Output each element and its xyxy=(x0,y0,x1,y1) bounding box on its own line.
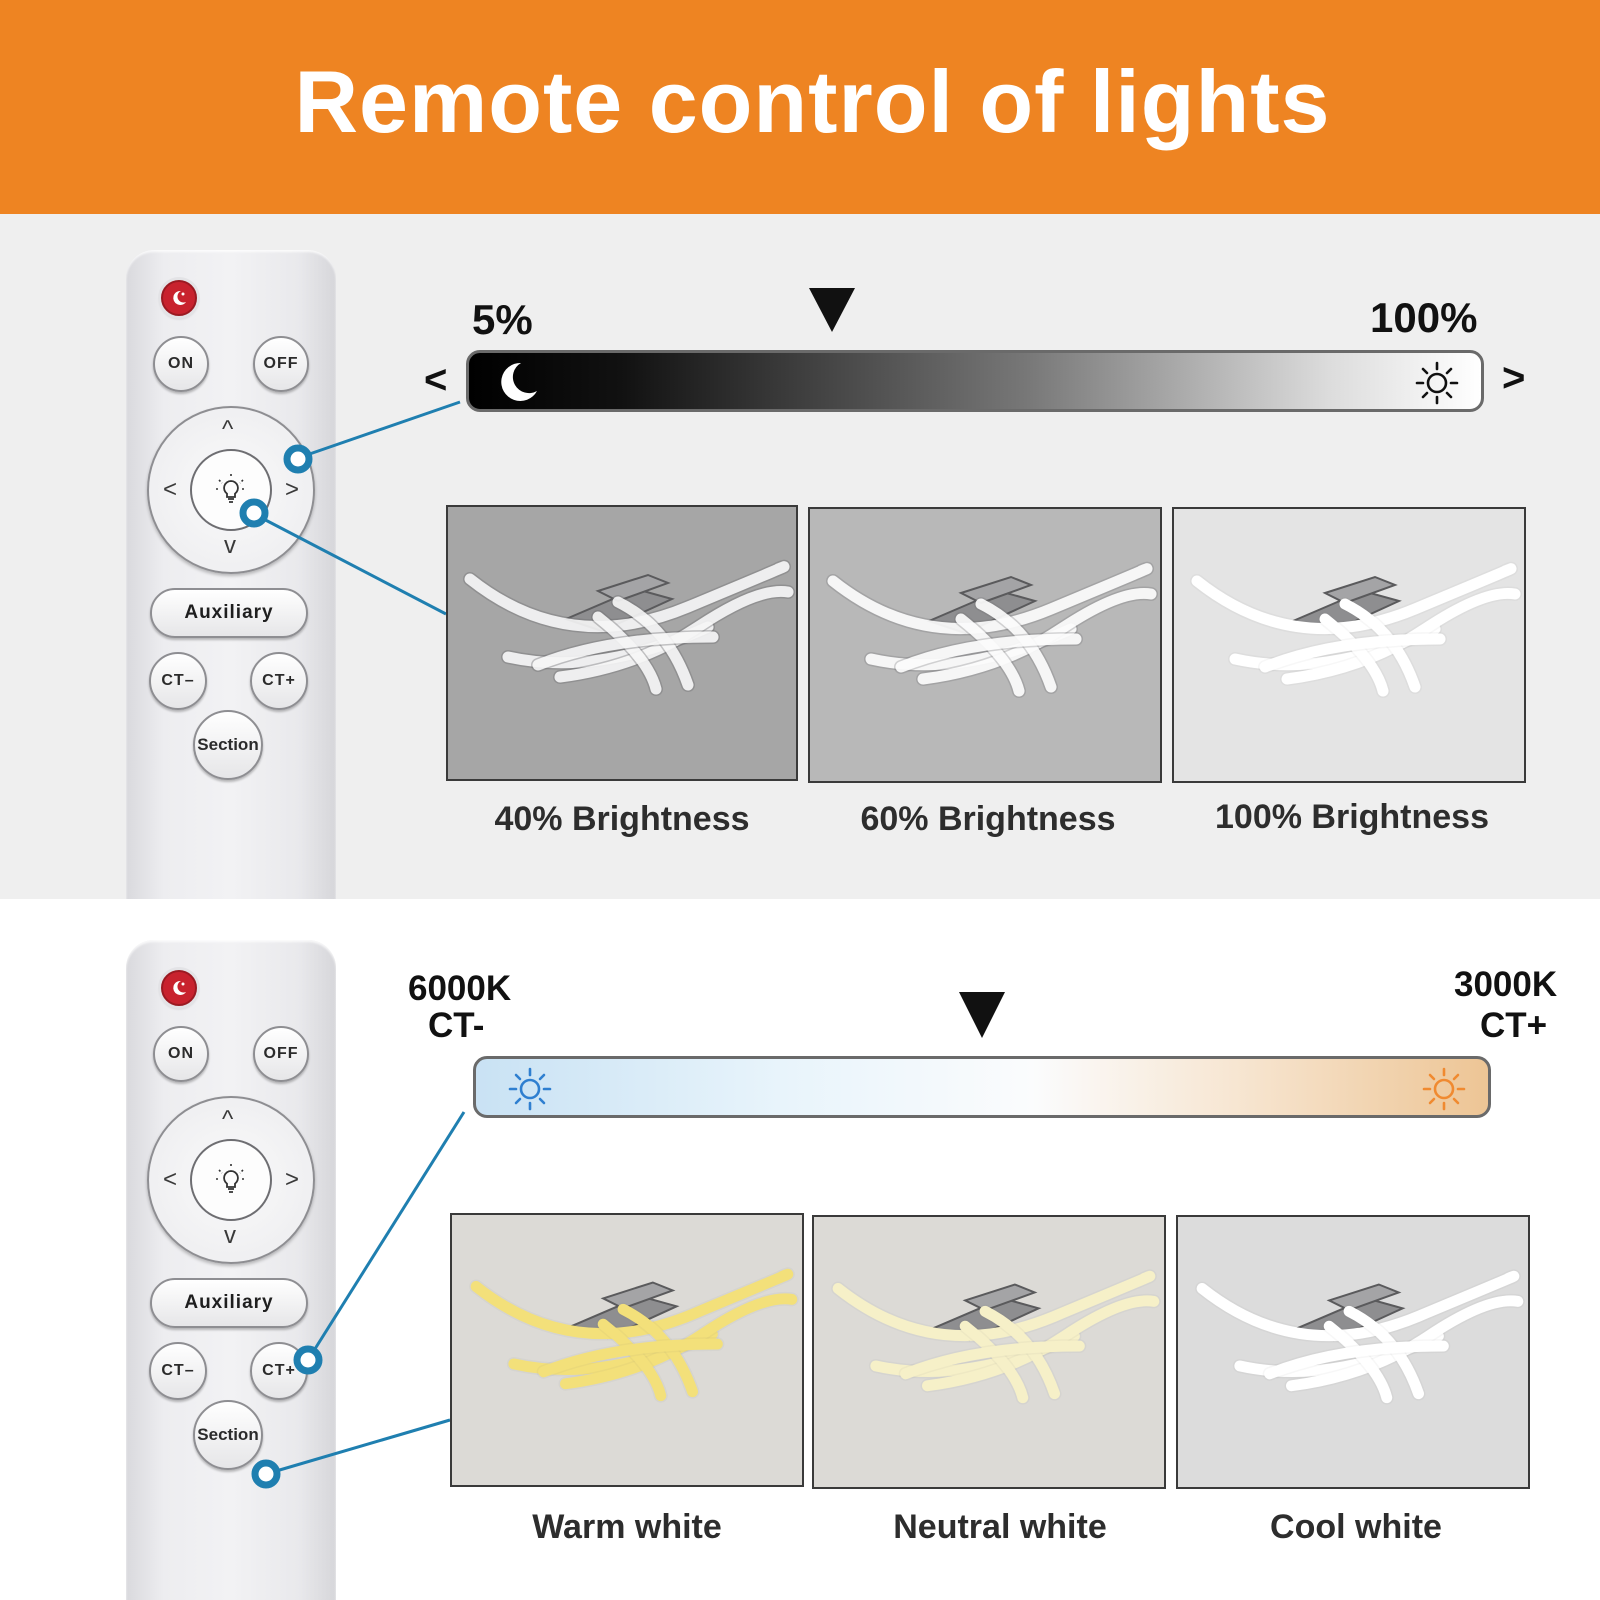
brightness-increase[interactable]: > xyxy=(1502,356,1526,400)
fixture-photo-40 xyxy=(446,505,798,781)
photo-caption: 100% Brightness xyxy=(1215,798,1489,836)
color-temperature-marker xyxy=(959,992,1005,1038)
ct-minus-button[interactable]: CT– xyxy=(149,652,207,710)
left-arrow-button[interactable]: < xyxy=(163,476,178,503)
fixture-arm xyxy=(959,1320,1029,1404)
photo-caption: Neutral white xyxy=(893,1508,1107,1546)
fixture-photo-cool xyxy=(1176,1215,1530,1489)
fixture-arm xyxy=(592,611,662,695)
fixture-photo-100 xyxy=(1172,507,1526,783)
section-button[interactable]: Section xyxy=(193,710,263,780)
fixture-arm xyxy=(560,1293,798,1390)
fixture-arm xyxy=(922,1295,1160,1392)
moon-icon xyxy=(501,362,537,401)
right-arrow-button[interactable]: > xyxy=(285,1166,300,1193)
direction-pad: ^ < > v xyxy=(147,406,315,574)
ct-max-value: 3000K xyxy=(1454,965,1558,1004)
ceiling-light-image xyxy=(826,561,1158,698)
color-temperature-slider[interactable] xyxy=(473,1056,1491,1118)
brightness-max-label: 100% xyxy=(1370,294,1478,341)
callout-lines-color-temperature xyxy=(251,1111,466,1489)
cool-sun-icon xyxy=(508,1067,552,1111)
remote-control-brightness: ON OFF ^ < > v Auxiliary CT– CT+ Section xyxy=(126,250,336,899)
fixture-photo-60 xyxy=(808,507,1162,783)
left-arrow-button[interactable]: < xyxy=(163,1166,178,1193)
fixture-arm xyxy=(827,563,1153,634)
fixture-arm xyxy=(470,1268,794,1340)
on-button[interactable]: ON xyxy=(153,336,209,392)
sun-icon xyxy=(1415,361,1459,405)
fixture-arm xyxy=(532,631,719,671)
fixture-arm xyxy=(1323,1320,1393,1404)
photo-caption: 60% Brightness xyxy=(860,800,1116,838)
ct-minus-button[interactable]: CT– xyxy=(149,1342,207,1400)
header-banner xyxy=(0,0,1600,214)
ceiling-light-image xyxy=(831,1269,1161,1405)
auxiliary-button[interactable]: Auxiliary xyxy=(150,588,308,638)
brightness-slider[interactable] xyxy=(466,350,1484,412)
brightness-marker xyxy=(809,288,856,332)
ceiling-light-image xyxy=(1190,561,1522,698)
up-arrow-button[interactable]: ^ xyxy=(222,416,234,443)
fixture-arm xyxy=(895,633,1082,673)
ceiling-light-image xyxy=(463,559,795,696)
light-bulb-icon xyxy=(216,1164,246,1193)
ct-plus-button[interactable]: CT+ xyxy=(250,652,308,710)
page-title: Remote control of lights xyxy=(294,52,1331,151)
off-button[interactable]: OFF xyxy=(253,1026,309,1082)
callout-lines-brightness xyxy=(239,400,461,616)
fixture-base xyxy=(563,573,675,633)
fixture-arm xyxy=(955,613,1025,697)
ct-min-value: 6000K xyxy=(408,969,512,1008)
photo-caption: Cool white xyxy=(1270,1508,1442,1546)
fixture-arm xyxy=(1264,1340,1449,1380)
warm-sun-icon xyxy=(1422,1067,1466,1111)
callout-marker xyxy=(283,444,313,474)
night-mode-button[interactable] xyxy=(161,970,197,1006)
moon-star-icon xyxy=(173,290,186,305)
ceiling-light-image xyxy=(1195,1269,1525,1405)
fixture-arm xyxy=(538,1338,723,1378)
brightness-min-label: 5% xyxy=(472,296,533,343)
fixture-arm xyxy=(1286,1295,1524,1392)
down-arrow-button[interactable]: v xyxy=(224,532,236,559)
moon-star-icon xyxy=(173,980,186,995)
fixture-arm xyxy=(1259,633,1446,673)
on-button[interactable]: ON xyxy=(153,1026,209,1082)
fixture-arm xyxy=(917,587,1157,685)
fixture-arm xyxy=(554,585,794,683)
brightness-decrease[interactable]: < xyxy=(424,358,448,402)
callout-marker xyxy=(251,1459,281,1489)
night-mode-button[interactable] xyxy=(161,280,197,316)
direction-pad: ^ < > v xyxy=(147,1096,315,1264)
photo-caption: Warm white xyxy=(532,1508,722,1546)
fixture-arm xyxy=(597,1318,667,1402)
ct-plus-button[interactable]: CT+ xyxy=(250,1342,308,1400)
callout-marker xyxy=(293,1345,323,1375)
photo-caption: 40% Brightness xyxy=(494,800,750,838)
fixture-base xyxy=(926,575,1038,635)
remote-control-color-temperature: ON OFF ^ < > v Auxiliary CT– CT+ Section xyxy=(126,940,336,1600)
auxiliary-button[interactable]: Auxiliary xyxy=(150,1278,308,1328)
light-bulb-button[interactable] xyxy=(190,1139,272,1221)
callout-marker xyxy=(239,498,269,528)
fixture-arm xyxy=(832,1270,1156,1342)
fixture-arm xyxy=(464,561,790,632)
section-button[interactable]: Section xyxy=(193,1400,263,1470)
fixture-photo-warm xyxy=(450,1213,804,1487)
ceiling-light-image xyxy=(469,1267,799,1403)
fixture-arm xyxy=(1191,563,1517,634)
fixture-arm xyxy=(1319,613,1389,697)
down-arrow-button[interactable]: v xyxy=(224,1222,236,1249)
up-arrow-button[interactable]: ^ xyxy=(222,1106,234,1133)
off-button[interactable]: OFF xyxy=(253,336,309,392)
ct-min-label: CT- xyxy=(428,1006,485,1045)
fixture-photo-neutral xyxy=(812,1215,1166,1489)
right-arrow-button[interactable]: > xyxy=(285,476,300,503)
light-bulb-icon xyxy=(216,474,246,503)
fixture-arm xyxy=(900,1340,1085,1380)
fixture-arm xyxy=(1196,1270,1520,1342)
fixture-arm xyxy=(1281,587,1521,685)
ct-max-label: CT+ xyxy=(1480,1006,1548,1045)
